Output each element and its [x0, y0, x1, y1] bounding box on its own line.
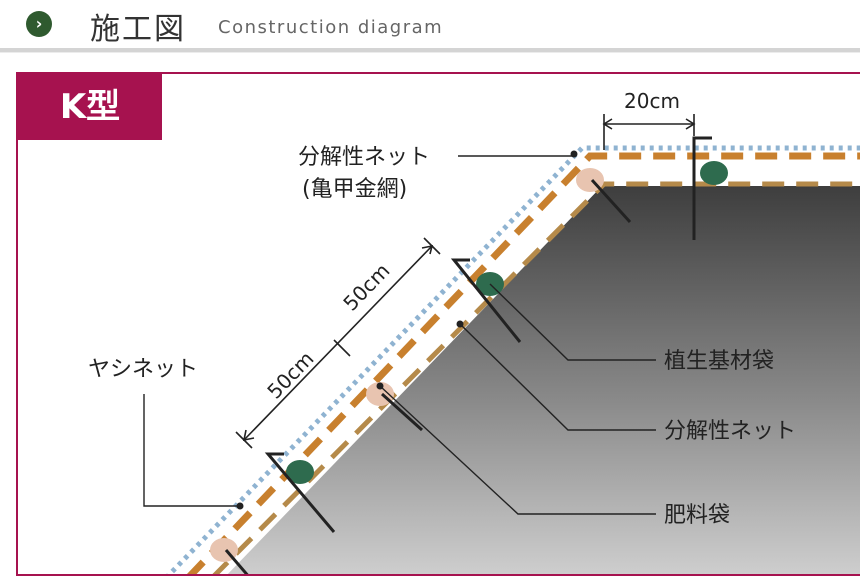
inner-net-layer [212, 181, 860, 574]
type-badge: K型 [18, 74, 162, 140]
label-outer-net-sub: (亀甲金網) [302, 177, 407, 202]
seed-bag [700, 161, 728, 185]
seed-bag [286, 460, 314, 484]
label-outer-net: 分解性ネット [298, 145, 430, 170]
leader-lines [143, 155, 656, 515]
coir-net-layer [186, 152, 860, 574]
page-header: › 施工図 Construction diagram [0, 0, 860, 53]
label-seed-bag: 植生基材袋 [664, 349, 774, 374]
page-title: 施工図 [90, 12, 186, 47]
anchor-pins [224, 136, 712, 574]
dimension-lines [235, 114, 696, 449]
label-fertilizer-bag: 肥料袋 [664, 503, 730, 528]
label-coir-net: ヤシネット [88, 357, 198, 382]
dimension-slope-upper: 50cm [338, 259, 394, 316]
chevron-right-icon: › [26, 11, 52, 37]
leader-dots [236, 150, 578, 510]
diagram-canvas: 20cm 50cm 50cm 分解性ネット (亀甲金網) ヤシネット 植生基材袋… [88, 89, 860, 574]
slope-ground [227, 186, 860, 574]
page-subtitle: Construction diagram [218, 17, 444, 38]
dimension-top: 20cm [624, 89, 680, 113]
label-inner-net: 分解性ネット [664, 419, 796, 444]
outer-dotted-net [166, 145, 860, 574]
header-divider-light [0, 52, 860, 53]
construction-diagram: 20cm 50cm 50cm 分解性ネット (亀甲金網) ヤシネット 植生基材袋… [16, 72, 860, 576]
header-divider [0, 48, 860, 52]
dimension-slope-lower: 50cm [262, 347, 318, 404]
